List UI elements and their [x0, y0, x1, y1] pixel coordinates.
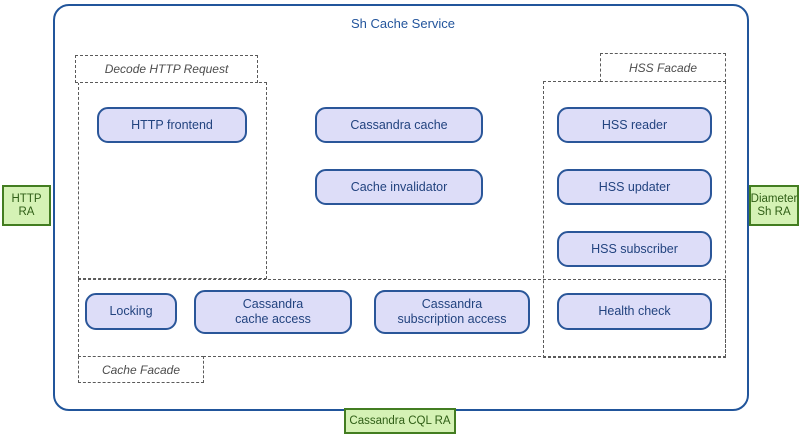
node-cassandra-subscription-access[interactable]: Cassandra subscription access	[374, 290, 530, 334]
node-health-check[interactable]: Health check	[557, 293, 712, 330]
group-cache-facade-frame	[78, 279, 726, 357]
node-hss-reader[interactable]: HSS reader	[557, 107, 712, 143]
node-cassandra-cache-access[interactable]: Cassandra cache access	[194, 290, 352, 334]
node-cache-invalidator[interactable]: Cache invalidator	[315, 169, 483, 205]
resource-adapter-cassandra-cql-ra[interactable]: Cassandra CQL RA	[344, 408, 456, 434]
page-title: Sh Cache Service	[350, 16, 456, 31]
resource-adapter-http-ra[interactable]: HTTP RA	[2, 185, 51, 226]
group-decode-http-request-label: Decode HTTP Request	[75, 55, 258, 83]
node-locking[interactable]: Locking	[85, 293, 177, 330]
resource-adapter-diameter-sh-ra[interactable]: Diameter Sh RA	[749, 185, 799, 226]
group-hss-facade-label: HSS Facade	[600, 53, 726, 82]
group-cache-facade-label: Cache Facade	[78, 356, 204, 383]
node-http-frontend[interactable]: HTTP frontend	[97, 107, 247, 143]
node-hss-subscriber[interactable]: HSS subscriber	[557, 231, 712, 267]
node-hss-updater[interactable]: HSS updater	[557, 169, 712, 205]
node-cassandra-cache[interactable]: Cassandra cache	[315, 107, 483, 143]
